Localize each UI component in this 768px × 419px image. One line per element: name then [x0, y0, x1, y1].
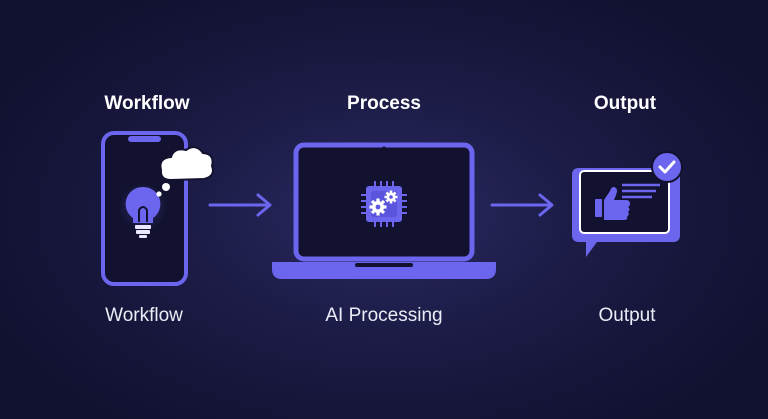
output-caption: Output	[598, 305, 656, 326]
check-badge-icon	[651, 151, 683, 183]
workflow-heading: Workflow	[104, 93, 190, 114]
arrow-right-icon-2	[490, 193, 554, 217]
arrow-right-icon-1	[208, 193, 272, 217]
gears-icon	[369, 190, 398, 216]
thought-cloud-icon	[156, 146, 214, 197]
thumbs-up-icon	[595, 187, 630, 220]
processor-chip-icon	[361, 181, 407, 227]
output-heading: Output	[593, 93, 657, 114]
workflow-caption: Workflow	[105, 305, 183, 326]
process-heading: Process	[347, 93, 421, 114]
process-caption: AI Processing	[325, 305, 443, 326]
lightbulb-icon	[119, 183, 167, 238]
